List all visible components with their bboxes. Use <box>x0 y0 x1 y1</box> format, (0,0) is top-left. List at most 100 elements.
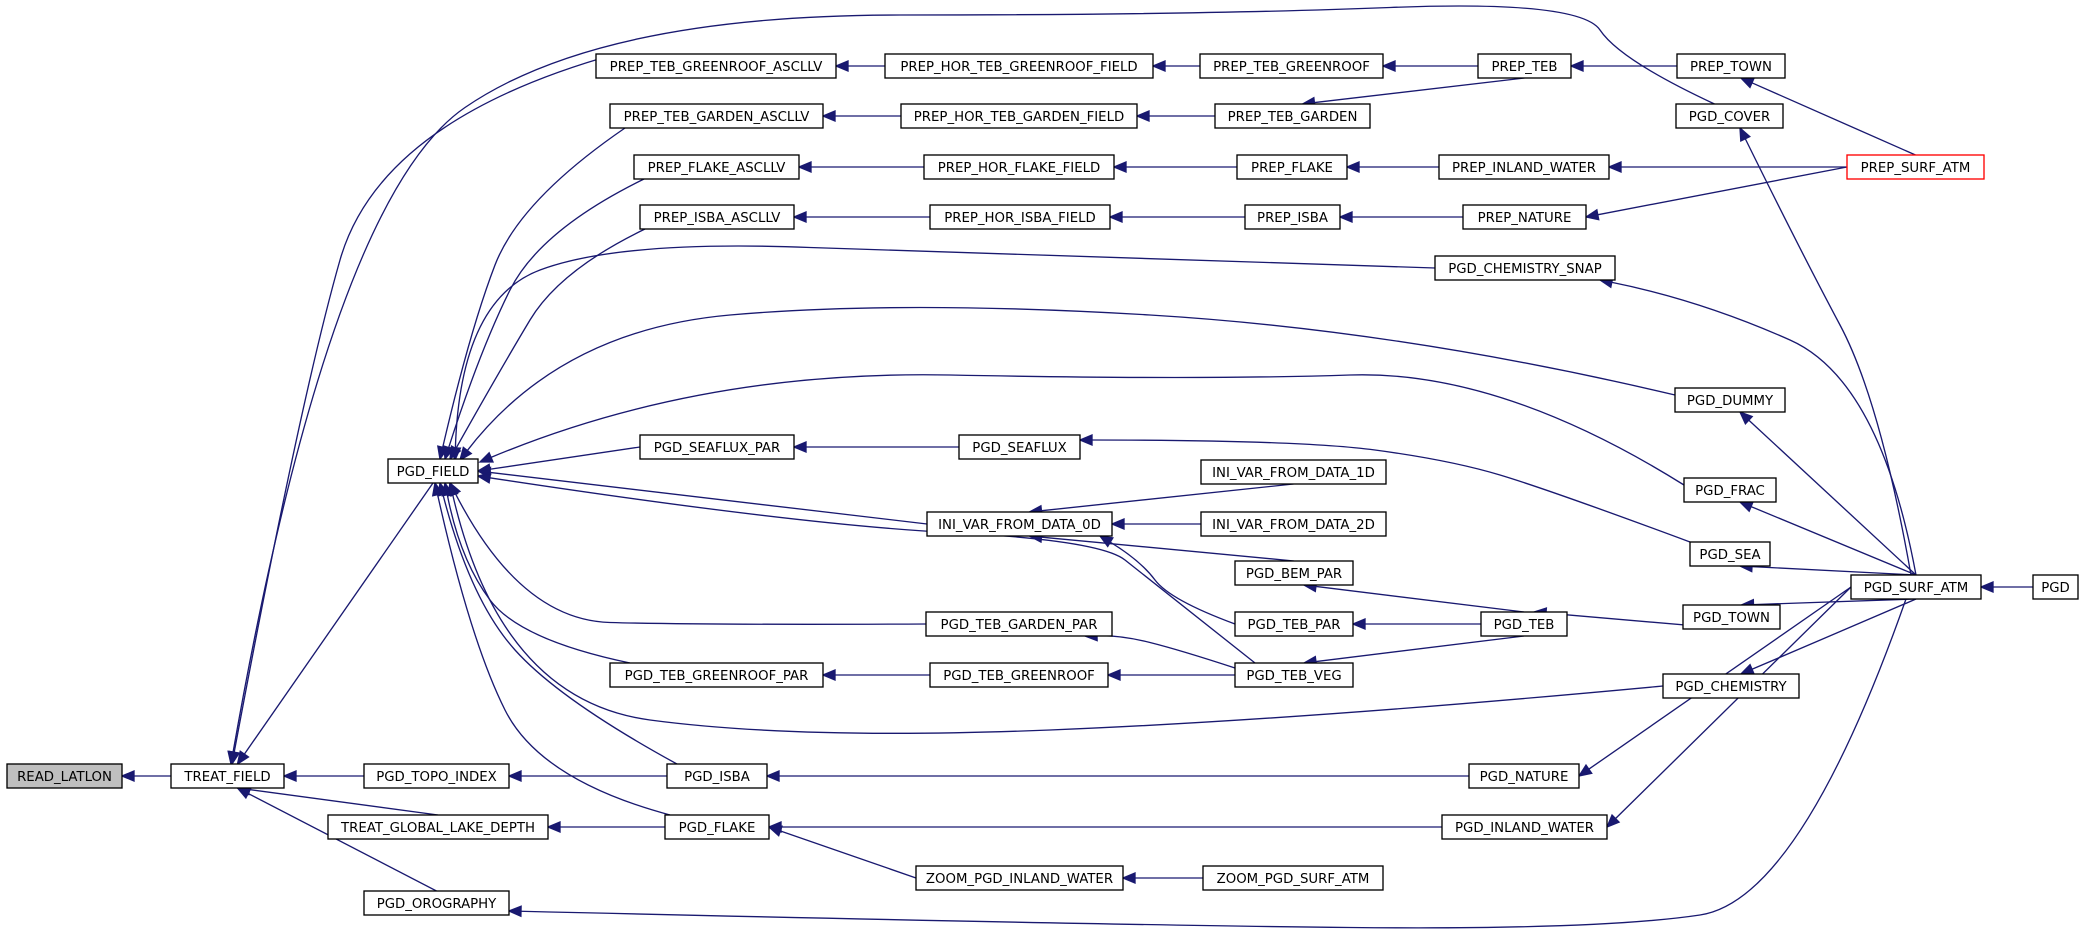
node-prep-hor-teb-greenroof-field[interactable]: PREP_HOR_TEB_GREENROOF_FIELD <box>884 53 1154 79</box>
edge-arrowhead <box>1738 501 1754 513</box>
node-prep-teb-greenroof[interactable]: PREP_TEB_GREENROOF <box>1199 53 1384 79</box>
edge-pgd-teb-greenroof-to-pgd-teb-greenroof-par <box>821 669 930 681</box>
node-prep-hor-flake-field[interactable]: PREP_HOR_FLAKE_FIELD <box>923 154 1115 180</box>
edge-line <box>1314 635 1525 663</box>
edge-pgd-surf-atm-to-pgd-orography <box>507 598 1907 929</box>
graph-nodes: READ_LATLON TREAT_FIELD PGD_FIELD PGD_TOPO_… <box>6 53 2079 916</box>
edge-arrowhead <box>767 825 783 837</box>
edge-line <box>446 493 631 664</box>
node-pgd-sea[interactable]: PGD_SEA <box>1689 541 1771 567</box>
node-box <box>6 763 123 789</box>
node-box <box>958 434 1081 460</box>
node-pgd-dummy[interactable]: PGD_DUMMY <box>1674 387 1786 413</box>
edge-line <box>1596 166 1848 216</box>
node-pgd[interactable]: PGD <box>2032 574 2079 600</box>
edge-pgd-nature-to-pgd-isba <box>765 770 1469 782</box>
edge-line <box>1040 536 1295 562</box>
node-label: TREAT_FIELD <box>183 770 270 785</box>
node-treat-global-lake-depth[interactable]: TREAT_GLOBAL_LAKE_DEPTH <box>327 814 549 840</box>
edge-pgd-frac-to-pgd-field <box>478 374 1685 486</box>
node-pgd-field[interactable]: PGD_FIELD <box>387 458 479 484</box>
node-pgd-cover[interactable]: PGD_COVER <box>1675 103 1784 129</box>
node-read-latlon[interactable]: READ_LATLON <box>6 763 123 789</box>
edge-line <box>1610 281 1917 576</box>
node-zoom-pgd-surf-atm[interactable]: ZOOM_PGD_SURF_ATM <box>1202 865 1384 891</box>
node-label: PREP_TEB_GARDEN_ASCLLV <box>624 110 810 125</box>
edge-pgd-isba-to-pgd-topo-index <box>507 770 667 782</box>
node-label: PGD_TOWN <box>1693 611 1770 626</box>
node-pgd-bem-par[interactable]: PGD_BEM_PAR <box>1234 560 1354 586</box>
node-zoom-pgd-inland-water[interactable]: ZOOM_PGD_INLAND_WATER <box>915 865 1124 891</box>
node-prep-isba[interactable]: PREP_ISBA <box>1244 204 1341 230</box>
node-pgd-isba[interactable]: PGD_ISBA <box>666 763 768 789</box>
edge-arrowhead <box>476 471 492 484</box>
node-pgd-teb-garden-par[interactable]: PGD_TEB_GARDEN_PAR <box>925 611 1113 637</box>
node-label: PREP_NATURE <box>1478 211 1572 226</box>
node-prep-inland-water[interactable]: PREP_INLAND_WATER <box>1438 154 1610 180</box>
node-prep-hor-teb-garden-field[interactable]: PREP_HOR_TEB_GARDEN_FIELD <box>900 103 1138 129</box>
node-box <box>1200 459 1387 485</box>
node-prep-nature[interactable]: PREP_NATURE <box>1462 204 1587 230</box>
node-box <box>595 53 837 79</box>
node-box <box>639 434 795 460</box>
node-label: INI_VAR_FROM_DATA_2D <box>1212 518 1375 533</box>
node-box <box>1202 865 1384 891</box>
node-label: PGD_SURF_ATM <box>1864 581 1969 596</box>
node-pgd-topo-index[interactable]: PGD_TOPO_INDEX <box>363 763 510 789</box>
node-pgd-teb[interactable]: PGD_TEB <box>1480 611 1568 637</box>
edge-arrowhead <box>1110 518 1125 530</box>
node-treat-field[interactable]: TREAT_FIELD <box>170 763 285 789</box>
node-box <box>1441 814 1608 840</box>
node-box <box>1477 53 1572 79</box>
node-pgd-chemistry-snap[interactable]: PGD_CHEMISTRY_SNAP <box>1434 255 1616 281</box>
node-prep-hor-isba-field[interactable]: PREP_HOR_ISBA_FIELD <box>929 204 1111 230</box>
node-prep-teb-garden[interactable]: PREP_TEB_GARDEN <box>1214 103 1371 129</box>
node-pgd-nature[interactable]: PGD_NATURE <box>1468 763 1580 789</box>
node-pgd-surf-atm[interactable]: PGD_SURF_ATM <box>1850 574 1982 600</box>
node-pgd-teb-veg[interactable]: PGD_TEB_VEG <box>1234 662 1354 688</box>
node-pgd-inland-water[interactable]: PGD_INLAND_WATER <box>1441 814 1608 840</box>
node-pgd-frac[interactable]: PGD_FRAC <box>1683 477 1777 503</box>
edge-arrowhead <box>507 770 522 782</box>
edge-pgd-flake-to-treat-global-lake-depth <box>546 821 665 833</box>
node-ini-var-from-data-0d[interactable]: INI_VAR_FROM_DATA_0D <box>926 511 1113 537</box>
node-prep-teb[interactable]: PREP_TEB <box>1477 53 1572 79</box>
edge-line <box>1750 81 1916 156</box>
node-box <box>1199 53 1384 79</box>
edge-pgd-seaflux-par-to-pgd-field <box>476 446 641 476</box>
edge-line <box>1747 418 1917 576</box>
node-prep-teb-greenroof-ascllv[interactable]: PREP_TEB_GREENROOF_ASCLLV <box>595 53 837 79</box>
node-pgd-seaflux-par[interactable]: PGD_SEAFLUX_PAR <box>639 434 795 460</box>
node-pgd-teb-greenroof[interactable]: PGD_TEB_GREENROOF <box>929 662 1109 688</box>
node-pgd-teb-par[interactable]: PGD_TEB_PAR <box>1234 611 1354 637</box>
node-pgd-flake[interactable]: PGD_FLAKE <box>664 814 770 840</box>
edge-prep-inland-water-to-prep-flake <box>1345 161 1439 173</box>
node-pgd-seaflux[interactable]: PGD_SEAFLUX <box>958 434 1081 460</box>
node-label: PREP_TEB_GREENROOF <box>1213 60 1370 75</box>
node-pgd-town[interactable]: PGD_TOWN <box>1682 604 1781 630</box>
edge-prep-hor-isba-field-to-prep-isba-ascllv <box>792 211 930 223</box>
node-label: PGD_FLAKE <box>679 821 756 836</box>
node-label: PREP_HOR_ISBA_FIELD <box>944 211 1096 226</box>
node-box <box>1234 662 1354 688</box>
node-prep-flake[interactable]: PREP_FLAKE <box>1236 154 1348 180</box>
node-pgd-orography[interactable]: PGD_OROGRAPHY <box>363 890 510 916</box>
node-prep-flake-ascllv[interactable]: PREP_FLAKE_ASCLLV <box>633 154 800 180</box>
node-prep-town[interactable]: PREP_TOWN <box>1676 53 1786 79</box>
node-prep-teb-garden-ascllv[interactable]: PREP_TEB_GARDEN_ASCLLV <box>609 103 824 129</box>
node-prep-surf-atm[interactable]: PREP_SURF_ATM <box>1846 154 1985 180</box>
edge-treat-global-lake-depth-to-treat-field <box>235 783 439 816</box>
edge-arrowhead <box>120 770 135 782</box>
node-pgd-chemistry[interactable]: PGD_CHEMISTRY <box>1662 673 1800 699</box>
node-box <box>1850 574 1982 600</box>
edge-arrowhead <box>1078 434 1093 446</box>
node-prep-isba-ascllv[interactable]: PREP_ISBA_ASCLLV <box>639 204 795 230</box>
node-label: PGD_SEA <box>1699 548 1760 563</box>
edge-line <box>451 493 1664 734</box>
node-ini-var-from-data-2d[interactable]: INI_VAR_FROM_DATA_2D <box>1200 511 1387 537</box>
node-ini-var-from-data-1d[interactable]: INI_VAR_FROM_DATA_1D <box>1200 459 1387 485</box>
node-pgd-teb-greenroof-par[interactable]: PGD_TEB_GREENROOF_PAR <box>609 662 824 688</box>
edge-prep-surf-atm-to-prep-inland-water <box>1607 161 1847 173</box>
edge-arrowhead <box>1739 126 1751 143</box>
edge-pgd-seaflux-to-pgd-seaflux-par <box>792 441 959 453</box>
